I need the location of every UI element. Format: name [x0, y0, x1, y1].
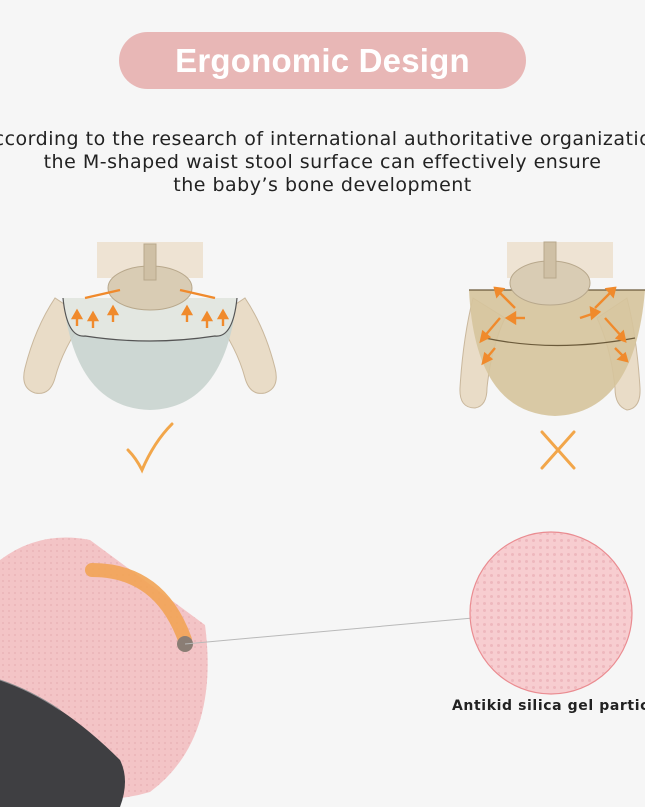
seat-product-image [0, 537, 208, 807]
description-line-3: the baby’s bone development [173, 174, 472, 196]
incorrect-posture-illustration [459, 241, 645, 416]
description-line-1: ccording to the research of internationa… [0, 128, 645, 150]
check-mark-icon [126, 422, 174, 474]
correct-posture-illustration [23, 242, 277, 410]
cross-mark-icon [540, 430, 576, 470]
page-title: Ergonomic Design [175, 41, 470, 79]
description-text: ccording to the research of internationa… [0, 128, 645, 197]
title-banner: Ergonomic Design [119, 32, 526, 89]
fabric-zoom-circle [469, 531, 633, 695]
description-line-2: the M-shaped waist stool surface can eff… [43, 151, 602, 173]
callout-line [185, 617, 474, 645]
callout-caption: Antikid silica gel particles [452, 698, 645, 714]
